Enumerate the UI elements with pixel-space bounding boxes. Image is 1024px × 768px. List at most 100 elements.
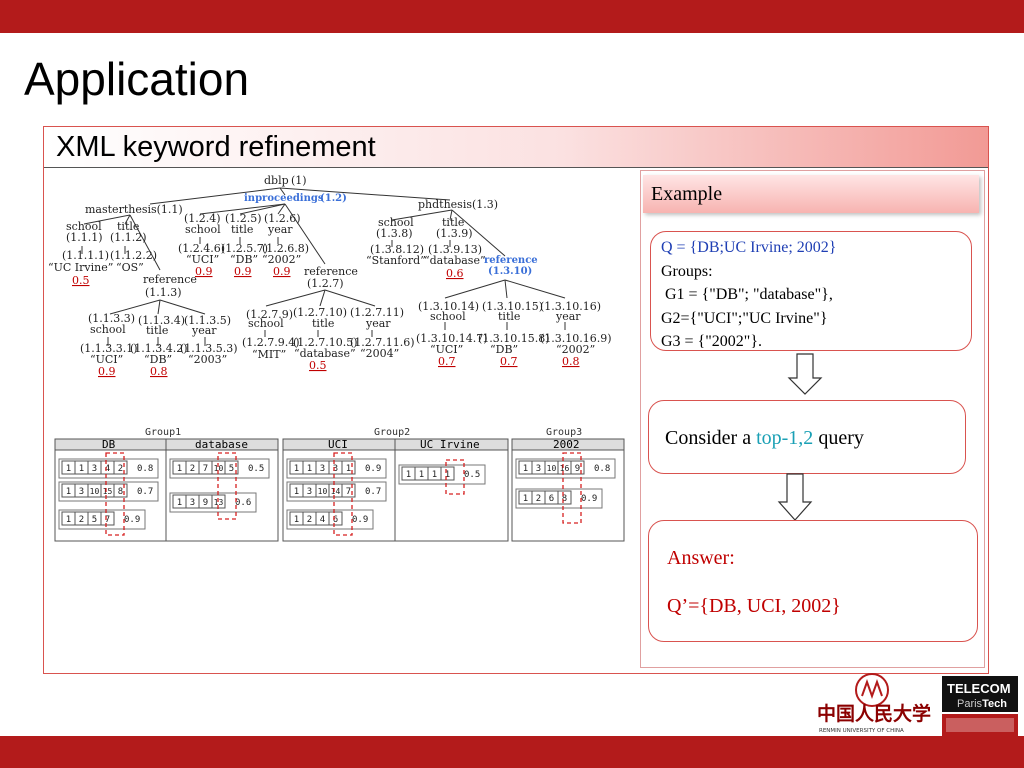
highlight-brackets bbox=[105, 452, 582, 536]
row-cell-value: 5 bbox=[229, 464, 234, 474]
telecom-paristech-logo: TELECOM ParisTech bbox=[942, 676, 1018, 736]
renmin-en-name: RENMIN UNIVERSITY OF CHINA bbox=[819, 728, 904, 734]
consider-highlight: top-1,2 bbox=[756, 427, 814, 449]
row-score: 0.9 bbox=[365, 464, 381, 474]
row-cell-value: 1 bbox=[346, 464, 351, 474]
row-cell bbox=[224, 460, 239, 475]
node-title-112: title bbox=[117, 220, 139, 233]
node-dblp-id: (1) bbox=[291, 174, 307, 187]
row-cell-value: 14 bbox=[331, 487, 341, 496]
telecom-tech: Tech bbox=[982, 698, 1007, 710]
node-database-13913-score: 0.6 bbox=[446, 267, 464, 280]
row-cell-value: 1 bbox=[177, 498, 182, 508]
node-inproceedings: inproceedings bbox=[244, 193, 324, 204]
node-title-1134: title bbox=[146, 324, 168, 337]
group1-label: Group1 bbox=[145, 427, 181, 438]
row-cell-value: 1 bbox=[294, 515, 299, 525]
row-cell-value: 2 bbox=[536, 494, 541, 504]
row-cell-value: 9 bbox=[575, 464, 580, 474]
node-uci-1310147-id: (1.3.10.14.7) bbox=[416, 332, 488, 345]
node-title-125-id: (1.2.5) bbox=[225, 212, 262, 225]
node-inproceedings-id: (1.2) bbox=[320, 193, 347, 204]
row-cell-value: 1 bbox=[177, 464, 182, 474]
node-db-1257-score: 0.9 bbox=[234, 265, 252, 278]
node-uci-11331-score: 0.9 bbox=[98, 365, 116, 378]
node-reference-113-id: (1.1.3) bbox=[145, 286, 182, 299]
node-school-111-id: (1.1.1) bbox=[66, 231, 103, 244]
node-year-12711-id: (1.2.7.11) bbox=[350, 306, 404, 319]
node-2002-1310169-id: (1.3.10.16.9) bbox=[540, 332, 612, 345]
row-cell-value: 1 bbox=[66, 464, 71, 474]
node-school-124: school bbox=[185, 223, 221, 236]
row-cell-value: 10 bbox=[214, 464, 224, 473]
row-cell-value: 1 bbox=[66, 487, 71, 497]
answer-value: Q’={DB, UCI, 2002} bbox=[667, 595, 841, 617]
row-cell-value: 1 bbox=[419, 470, 424, 480]
row-cell-value: 8 bbox=[118, 487, 123, 497]
node-os-id: (1.1.2.2) bbox=[110, 249, 157, 262]
node-database-127105-id: (1.2.7.10.5) bbox=[293, 336, 358, 349]
row-cell-value: 3 bbox=[92, 464, 97, 474]
svg-text:ParisTech: ParisTech bbox=[957, 698, 1007, 710]
consider-box: Consider a top-1,2 query bbox=[648, 400, 966, 474]
row-cell-value: 3 bbox=[333, 464, 338, 474]
node-db-1310158-id: (1.3.10.15.8) bbox=[478, 332, 550, 345]
slide-title: Application bbox=[24, 53, 250, 105]
node-uci-1310147: “UCI” bbox=[430, 343, 463, 356]
row-cell bbox=[100, 511, 115, 526]
row-cell-value: 3 bbox=[79, 487, 84, 497]
node-uci-1310147-score: 0.7 bbox=[438, 355, 456, 368]
node-school-131014-id: (1.3.10.14) bbox=[418, 300, 479, 313]
group-3-def: G3 = {"2002"}. bbox=[661, 333, 762, 350]
row-cell-value: 5 bbox=[92, 515, 97, 525]
row-cell-value: 7 bbox=[105, 515, 110, 525]
row-score: 0.6 bbox=[235, 498, 251, 508]
group-2-def: G2={"UCI";"UC Irvine"} bbox=[661, 309, 828, 327]
row-score: 0.9 bbox=[124, 515, 140, 525]
node-database-127105: “database” bbox=[294, 347, 356, 360]
row-cell-value: 1 bbox=[432, 470, 437, 480]
row-score: 0.9 bbox=[352, 515, 368, 525]
query-text: Q = {DB;UC Irvine; 2002} bbox=[661, 239, 837, 256]
row-cell-value: 2 bbox=[118, 464, 123, 474]
top-bar bbox=[0, 0, 1024, 33]
row-cell-value: 10 bbox=[547, 464, 557, 473]
row-score: 0.8 bbox=[594, 464, 610, 474]
row-cell-value: 15 bbox=[103, 487, 113, 496]
tree-labels: dblp (1) inproceedings (1.2) masterthesi… bbox=[48, 174, 612, 378]
renmin-cn-name: 中国人民大学 bbox=[817, 702, 931, 725]
group3-label: Group3 bbox=[546, 427, 582, 438]
row-cell-value: 4 bbox=[105, 464, 110, 474]
row-cell-value: 10 bbox=[90, 487, 100, 496]
row-cell-value: 1 bbox=[79, 464, 84, 474]
section-header: XML keyword refinement bbox=[44, 127, 988, 168]
node-school-138: school bbox=[378, 216, 414, 229]
row-cell-value: 3 bbox=[536, 464, 541, 474]
group3-header bbox=[511, 438, 625, 451]
row-cell-value: 7 bbox=[346, 487, 351, 497]
down-arrow-icon bbox=[787, 353, 823, 395]
node-school-111: school bbox=[66, 220, 102, 233]
answer-label: Answer: bbox=[667, 547, 735, 569]
node-uci-1246: “UCI” bbox=[186, 253, 219, 266]
group-1-def: G1 = {"DB"; "database"}, bbox=[661, 286, 833, 303]
consider-prefix: Consider a bbox=[665, 427, 757, 449]
row-cell-value: 13 bbox=[214, 498, 224, 507]
row-cell-value: 9 bbox=[203, 498, 208, 508]
node-db-1310158: “DB” bbox=[490, 343, 518, 356]
node-uci-11331-id: (1.1.3.3.1) bbox=[80, 342, 138, 355]
group1-db-header: DB bbox=[102, 438, 116, 451]
row-cell-value: 8 bbox=[562, 494, 567, 504]
node-uc-irvine: “UC Irvine” bbox=[48, 261, 113, 274]
node-reference-127: reference bbox=[304, 265, 358, 278]
node-db-1257: “DB” bbox=[230, 253, 258, 266]
node-title-1134-id: (1.1.3.4) bbox=[138, 314, 185, 327]
row-cell bbox=[328, 511, 343, 526]
node-title-131015-id: (1.3.10.15) bbox=[482, 300, 543, 313]
node-2002-1310169-score: 0.8 bbox=[562, 355, 580, 368]
node-year-1135-id: (1.1.3.5) bbox=[184, 314, 231, 327]
node-school-1133-id: (1.1.3.3) bbox=[88, 312, 135, 325]
row-cell bbox=[557, 490, 572, 505]
node-reference-127-id: (1.2.7) bbox=[307, 277, 344, 290]
